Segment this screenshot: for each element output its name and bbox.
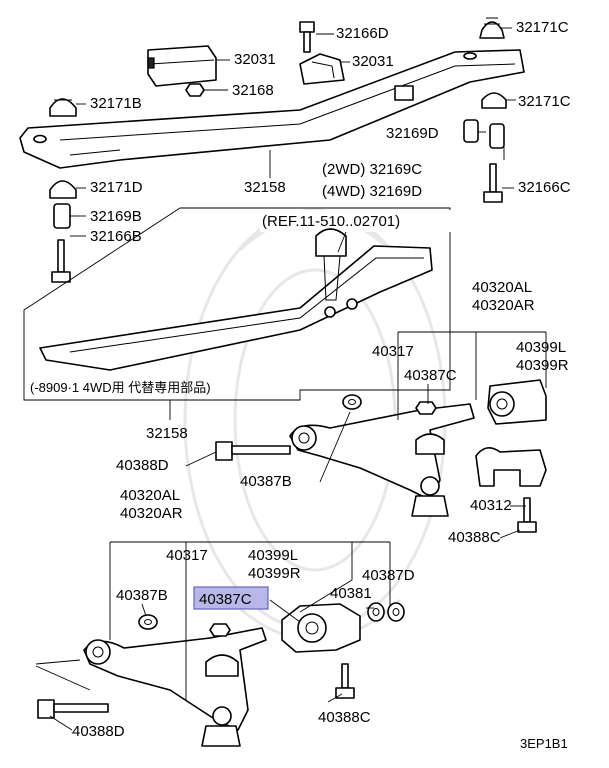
- label-40388D-bottom[interactable]: 40388D: [72, 723, 125, 740]
- lower-arm-40317-top[interactable]: [289, 403, 475, 517]
- washer-40387D[interactable]: [387, 602, 405, 622]
- label-32169B[interactable]: 32169B: [90, 208, 142, 225]
- highlighted-part-40387C[interactable]: 40387C: [193, 586, 269, 610]
- lower-arm-40317-bottom[interactable]: [83, 627, 267, 747]
- label-40399L-bottom[interactable]: 40399L: [248, 547, 298, 564]
- diagram-code: 3EP1B1: [520, 736, 568, 751]
- inset-note-label: (-8909·1 4WD用 代替専用部品): [30, 380, 211, 395]
- label-32158-inset[interactable]: 32158: [146, 425, 188, 442]
- highlight-box: [193, 586, 269, 610]
- label-40320AL-bottom[interactable]: 40320AL: [120, 487, 180, 504]
- bolt-40388D-top[interactable]: [215, 441, 291, 461]
- label-32168[interactable]: 32168: [232, 82, 274, 99]
- spacer-32169B[interactable]: [53, 203, 71, 229]
- bolt-32166B[interactable]: [51, 239, 71, 283]
- washer-40387B-top[interactable]: [342, 394, 362, 410]
- spacer-32169D[interactable]: [463, 119, 479, 143]
- label-40399R-bottom[interactable]: 40399R: [248, 565, 301, 582]
- inset-ref-label: (REF.11-510..02701): [262, 213, 400, 230]
- nut-40387C-bottom[interactable]: [209, 623, 231, 637]
- bolt-32166C[interactable]: [483, 163, 503, 203]
- label-40388C-top[interactable]: 40388C: [448, 529, 501, 546]
- label-40388D-top[interactable]: 40388D: [116, 457, 169, 474]
- label-40381[interactable]: 40381: [330, 585, 372, 602]
- bracket-40312[interactable]: [475, 447, 547, 487]
- nut-40387C-top[interactable]: [415, 401, 437, 415]
- crossmember-32158-top[interactable]: [19, 49, 525, 169]
- label-32031-a[interactable]: 32031: [234, 51, 276, 68]
- bolt-40388C-bottom[interactable]: [335, 663, 355, 699]
- stopper-32171C-right[interactable]: [481, 92, 507, 109]
- label-32171C-top[interactable]: 32171C: [516, 19, 569, 36]
- label-32166D[interactable]: 32166D: [336, 25, 389, 42]
- label-32031-b[interactable]: 32031: [352, 53, 394, 70]
- mount-32031-left[interactable]: [147, 45, 217, 87]
- label-32171B[interactable]: 32171B: [90, 95, 142, 112]
- label-40317-top[interactable]: 40317: [372, 343, 414, 360]
- label-32171D[interactable]: 32171D: [90, 179, 143, 196]
- label-32166B[interactable]: 32166B: [90, 228, 142, 245]
- label-32166C[interactable]: 32166C: [518, 179, 571, 196]
- leader-lines: [35, 27, 547, 731]
- callout-labels: 32166D 32171C 32031 32031 32168 32171B 3…: [30, 19, 571, 740]
- label-40388C-bottom[interactable]: 40388C: [318, 709, 371, 726]
- label-40320AR-bottom[interactable]: 40320AR: [120, 505, 183, 522]
- label-40387B-bottom[interactable]: 40387B: [116, 587, 168, 604]
- bolt-40388C-top[interactable]: [517, 497, 537, 533]
- stopper-32171C-top[interactable]: [479, 17, 505, 39]
- label-32169D[interactable]: 32169D: [386, 125, 439, 142]
- label-32169D-4wd[interactable]: (4WD) 32169D: [322, 183, 422, 200]
- label-32169C-2wd[interactable]: (2WD) 32169C: [322, 161, 422, 178]
- spacer-32169C[interactable]: [489, 123, 505, 149]
- bushing-40399-bottom[interactable]: [281, 603, 361, 653]
- crossmember-32158-inset[interactable]: [39, 228, 433, 371]
- inset-4wd-crossmember: [23, 207, 452, 401]
- label-40320AR-top[interactable]: 40320AR: [472, 297, 535, 314]
- bushing-40399-top[interactable]: [487, 379, 547, 425]
- label-40312[interactable]: 40312: [470, 497, 512, 514]
- label-40399R-top[interactable]: 40399R: [516, 357, 569, 374]
- label-40399L-top[interactable]: 40399L: [516, 339, 566, 356]
- mount-32031-right[interactable]: [299, 53, 345, 85]
- stopper-32171D[interactable]: [49, 180, 77, 199]
- label-40317-bottom[interactable]: 40317: [166, 547, 208, 564]
- label-40387D[interactable]: 40387D: [362, 567, 415, 584]
- label-40387C-bottom[interactable]: 40387C: [199, 591, 252, 608]
- label-40387B-top[interactable]: 40387B: [240, 473, 292, 490]
- nut-32168[interactable]: [185, 83, 205, 97]
- label-40320AL-top[interactable]: 40320AL: [472, 279, 532, 296]
- label-40387C-top[interactable]: 40387C: [404, 367, 457, 384]
- washer-40387B-bottom[interactable]: [138, 614, 158, 630]
- stopper-32171B[interactable]: [49, 98, 77, 117]
- label-32171C-right[interactable]: 32171C: [518, 93, 571, 110]
- washer-40381[interactable]: [367, 602, 385, 622]
- label-32158-top[interactable]: 32158: [244, 179, 286, 196]
- bolt-32166D[interactable]: [299, 21, 315, 53]
- bolt-40388D-bottom[interactable]: [37, 699, 109, 719]
